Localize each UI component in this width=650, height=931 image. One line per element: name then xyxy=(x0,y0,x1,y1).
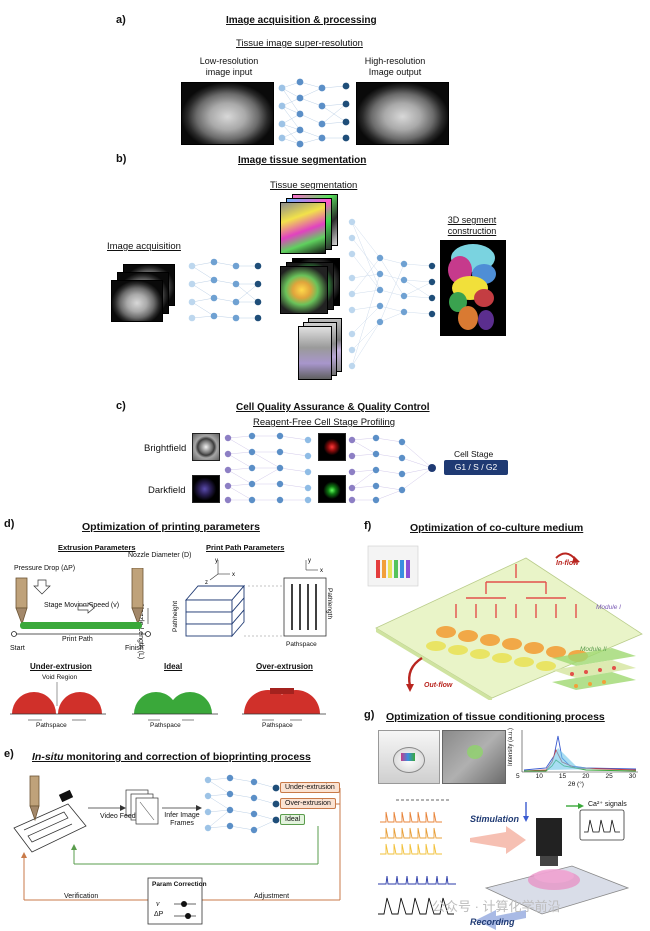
over-extrusion-label: Over-extrusion xyxy=(256,662,313,671)
svg-text:x: x xyxy=(320,568,323,574)
extrusion-schematic xyxy=(11,568,151,637)
3d-organ-segmentation xyxy=(440,240,506,336)
panel-b-tissue-seg-label: Tissue segmentation xyxy=(270,180,358,191)
panel-c-letter: c) xyxy=(116,400,126,412)
neural-network-icon xyxy=(278,78,350,148)
under-extrusion-label: Under-extrusion xyxy=(30,662,92,671)
neural-network-icon xyxy=(188,258,262,322)
param-correction-label: Param Correction xyxy=(152,881,207,888)
xrd-intensity-plot xyxy=(521,730,638,773)
adjustment-label: Adjustment xyxy=(254,893,290,900)
brightfield-cell-image xyxy=(192,433,220,461)
cell-stage-label: Cell Stage xyxy=(454,449,494,459)
module-2-label: Module II xyxy=(580,646,607,653)
darkfield-cell-image xyxy=(192,475,220,503)
darkfield-label: Darkfield xyxy=(148,485,186,496)
panel-b-title: Image tissue segmentation xyxy=(238,155,367,166)
verification-label: Verification xyxy=(64,893,99,900)
ca-signals-label: Ca²⁺ signals xyxy=(588,801,627,808)
svg-text:x: x xyxy=(232,572,235,578)
petri-dish-photo xyxy=(378,730,440,784)
panel-d-title: Optimization of printing parameters xyxy=(82,521,260,533)
output-over-extrusion: Over-extrusion xyxy=(280,798,336,809)
print-path-params-label: Print Path Parameters xyxy=(206,543,285,552)
panel-b-letter: b) xyxy=(116,153,127,165)
video-feed-label: Video Feed xyxy=(100,813,136,820)
high-res-ct-image xyxy=(356,82,449,145)
stimulation-label: Stimulation xyxy=(470,814,519,824)
recording-label: Recording xyxy=(470,917,515,927)
panel-b-3d-label: 3D segment construction xyxy=(447,215,497,236)
pathspace-label-over: Pathspace xyxy=(262,722,293,729)
start-label: Start xyxy=(10,645,25,652)
svg-text:z: z xyxy=(205,580,208,586)
panel-a-title: Image acquisition & processing xyxy=(226,15,377,26)
microfluidic-chip-illustration xyxy=(367,545,643,700)
panel-a-right-label: High-resolution Image output xyxy=(364,56,426,77)
extrusion-params-label: Extrusion Parameters xyxy=(58,543,136,552)
stimulation-recording-illustration xyxy=(378,799,630,930)
acquired-image-stack xyxy=(109,264,179,326)
void-region-label: Void Region xyxy=(42,674,78,681)
low-res-ct-image xyxy=(181,82,274,145)
panel-g-letter: g) xyxy=(364,709,375,721)
pressure-drop-label: Pressure Drop (ΔP) xyxy=(14,565,76,572)
panel-a-subtitle: Tissue image super-resolution xyxy=(236,38,363,49)
panel-c-subtitle: Reagent-Free Cell Stage Profiling xyxy=(253,417,396,428)
panel-e-letter: e) xyxy=(4,748,14,760)
segmented-slice-stack-3 xyxy=(298,318,342,380)
nozzle-diameter-label: Nozzle Diameter (D) xyxy=(128,552,192,559)
panel-f-letter: f) xyxy=(364,520,372,532)
output-ideal: Ideal xyxy=(280,814,306,825)
brightfield-label: Brightfield xyxy=(144,443,187,454)
output-under-extrusion: Under-extrusion xyxy=(280,782,340,793)
xrd-ylabel: Intensity (a.u.) xyxy=(508,727,514,766)
stage-speed-label: Stage Moving Speed (v) xyxy=(44,602,120,609)
extrusion-cross-sections xyxy=(10,682,326,721)
segmented-slice-stack-2 xyxy=(280,258,342,314)
panel-d-letter: d) xyxy=(4,518,15,530)
in-flow-label: In-flow xyxy=(556,560,579,567)
print-path-label: Print Path xyxy=(62,636,93,643)
fluorescent-red-cell-image xyxy=(318,433,346,461)
panel-a-letter: a) xyxy=(116,14,126,26)
ideal-label: Ideal xyxy=(164,662,183,671)
pathheight-label: Pathheight xyxy=(172,600,179,632)
pathlength-label: Pathlength xyxy=(326,588,333,620)
infer-frames-label: Infer Image Frames xyxy=(164,812,200,827)
neural-network-icon xyxy=(348,218,436,370)
print-path-schematic: y x z y x xyxy=(185,558,327,638)
panel-b-acq-label: Image acquisition xyxy=(107,241,181,252)
panel-a-left-label: Low-resolution image input xyxy=(199,56,259,77)
panel-e-title: In-situ monitoring and correction of bio… xyxy=(32,751,311,763)
param-dp-label: ΔP xyxy=(154,911,164,918)
cell-stage-box: G1 / S / G2 xyxy=(444,460,508,475)
svg-text:y: y xyxy=(308,558,311,564)
segmented-slice-stack-1 xyxy=(280,194,340,254)
param-v-label: v xyxy=(156,899,160,908)
neural-network-icon xyxy=(224,432,312,504)
fluorescent-green-cell-image xyxy=(318,475,346,503)
xrd-xlabel: 2θ (°) xyxy=(568,781,584,788)
watermark: 公众号 · 计算化学前沿 xyxy=(432,899,561,914)
finish-label: Finish xyxy=(125,645,144,652)
monitoring-schematic xyxy=(13,774,341,925)
pathspace-label-ideal: Pathspace xyxy=(150,722,181,729)
svg-text:y: y xyxy=(215,558,218,564)
neural-network-icon xyxy=(348,434,436,504)
module-1-label: Module I xyxy=(596,604,621,611)
pathspace-label-top: Pathspace xyxy=(286,641,317,648)
panel-g-title: Optimization of tissue conditioning proc… xyxy=(386,711,605,723)
pathspace-label-under: Pathspace xyxy=(36,722,67,729)
microscopy-photo xyxy=(442,730,506,784)
panel-f-title: Optimization of co-culture medium xyxy=(410,522,584,534)
panel-c-title: Cell Quality Assurance & Quality Control xyxy=(236,402,430,413)
out-flow-label: Out-flow xyxy=(424,682,453,689)
